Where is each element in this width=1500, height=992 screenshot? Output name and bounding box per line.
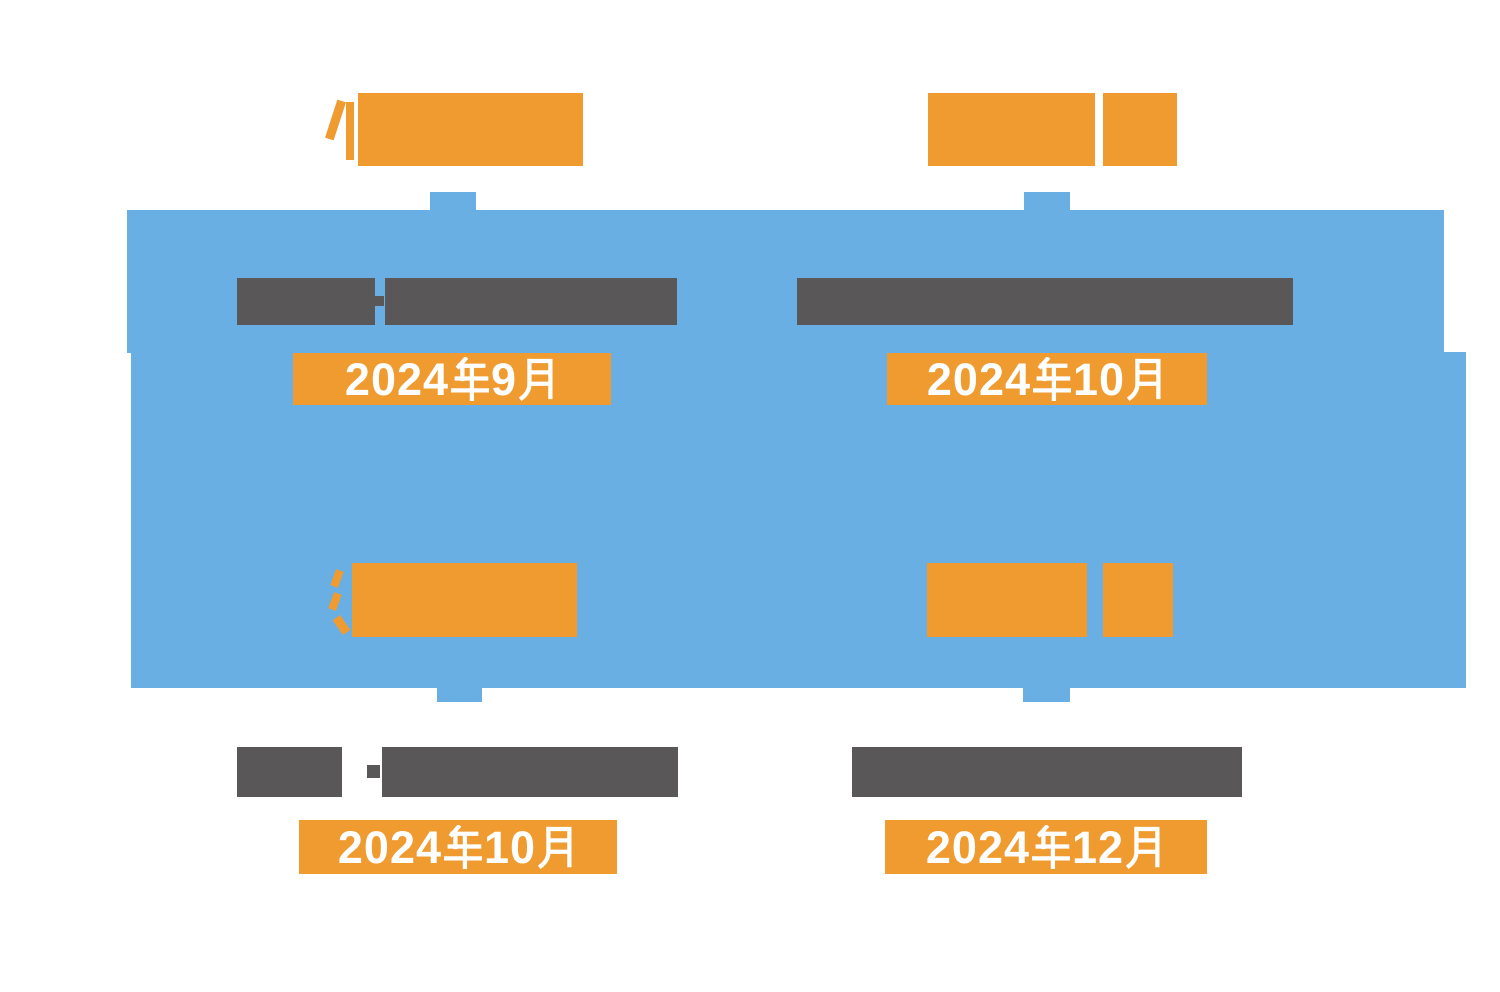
redacted-subtitle-bottom-left-2	[382, 747, 678, 797]
kanji-getsu-icon	[538, 826, 572, 869]
glyph-fragment	[325, 99, 346, 141]
kanji-nen-icon	[1032, 825, 1071, 869]
redacted-subtitle-bottom-left	[237, 747, 342, 797]
date-month: 9	[491, 353, 518, 405]
redacted-subtitle-top-right	[797, 278, 1293, 325]
redacted-subtitle-top-left	[237, 278, 375, 325]
redacted-subtitle-top-left-2	[385, 278, 677, 325]
connector-tab-bottom-right	[1023, 687, 1070, 702]
kanji-getsu-icon	[1127, 358, 1161, 401]
date-badge-top-right: 2024 10	[887, 353, 1207, 405]
redacted-title-top-right-2	[1103, 93, 1177, 166]
kanji-nen-icon	[444, 825, 483, 869]
kanji-nen-icon	[1033, 357, 1072, 401]
connector-tab-top-right	[1024, 192, 1070, 212]
date-year: 2024	[337, 821, 443, 873]
date-month: 10	[1073, 353, 1126, 405]
subtitle-separator-mark	[372, 296, 384, 306]
date-year: 2024	[344, 353, 450, 405]
glyph-fragment	[346, 102, 354, 160]
date-badge-bottom-left: 2024 10	[299, 820, 617, 874]
kanji-nen-icon	[451, 357, 490, 401]
kanji-getsu-icon	[1126, 826, 1160, 869]
date-year: 2024	[926, 353, 1032, 405]
connector-tab-top-left	[430, 192, 476, 212]
redacted-title-bottom-left	[352, 563, 577, 637]
redacted-subtitle-bottom-right	[852, 747, 1242, 797]
connector-tab-bottom-left	[437, 687, 482, 702]
date-month: 10	[484, 821, 537, 873]
date-badge-bottom-right: 2024 12	[885, 820, 1207, 874]
date-badge-top-left: 2024 9	[293, 353, 611, 405]
date-month: 12	[1072, 821, 1125, 873]
redacted-title-top-right	[928, 93, 1095, 166]
redacted-title-bottom-right-2	[1103, 563, 1173, 637]
date-year: 2024	[925, 821, 1031, 873]
redacted-title-top-left	[358, 93, 583, 166]
middle-dot-separator	[367, 765, 380, 778]
kanji-getsu-icon	[519, 358, 553, 401]
redacted-title-bottom-right	[927, 563, 1087, 637]
